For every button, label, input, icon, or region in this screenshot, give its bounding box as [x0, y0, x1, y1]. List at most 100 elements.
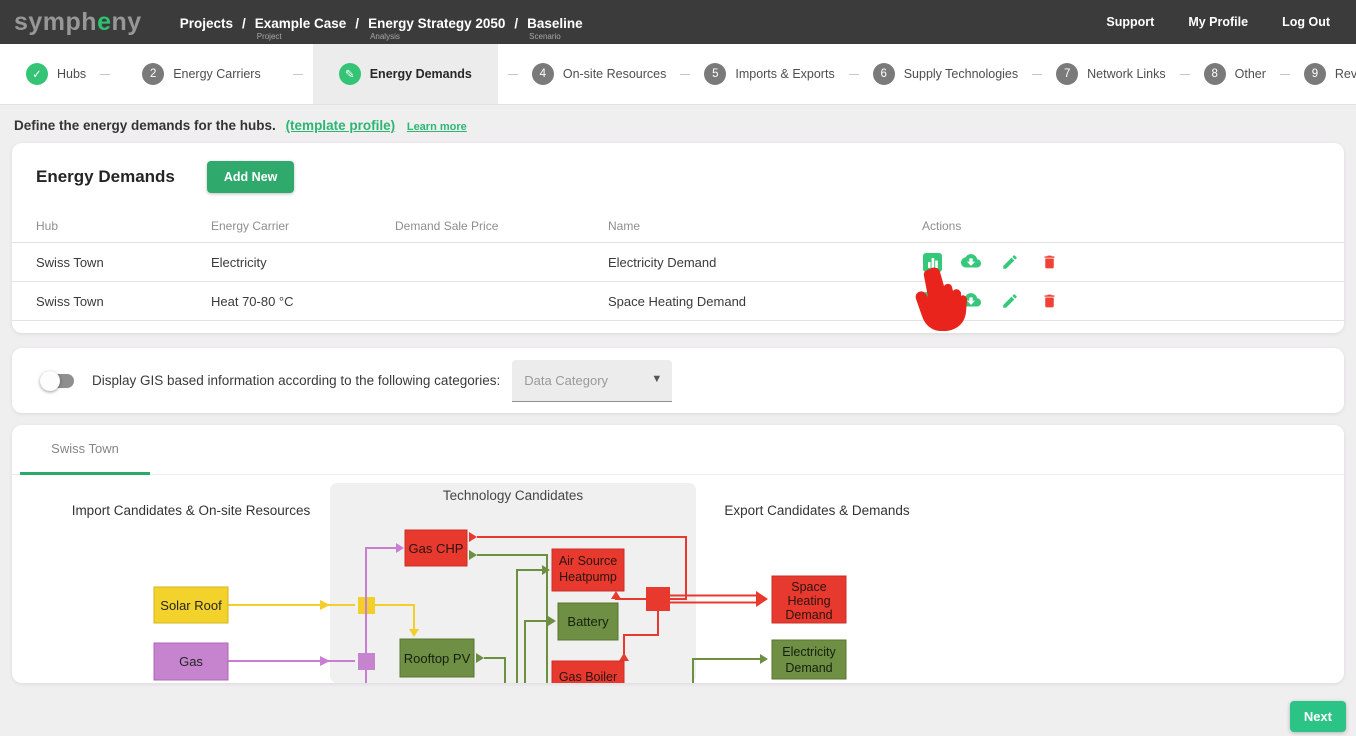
- card-title: Energy Demands: [36, 167, 175, 186]
- step-number: 8: [1203, 63, 1226, 85]
- gis-card: Display GIS based information according …: [12, 348, 1344, 413]
- step-connector: [507, 73, 518, 75]
- arrow: [611, 591, 621, 599]
- step-connector: [848, 73, 859, 75]
- cell-hub: Swiss Town: [36, 254, 104, 270]
- setup-stepper: ✓ Hubs 2 Energy Carriers ✎ Energy Demand…: [0, 44, 1356, 105]
- gis-toggle-label: Display GIS based information according …: [92, 373, 501, 388]
- download-button[interactable]: [961, 252, 981, 272]
- trash-icon: [1044, 294, 1054, 308]
- breadcrumb-separator: /: [514, 15, 519, 31]
- download-button[interactable]: [961, 291, 981, 311]
- step-number: 6: [872, 63, 895, 85]
- step-other[interactable]: 8 Other: [1200, 44, 1270, 104]
- step-review-setup[interactable]: 9 Review Setup: [1300, 44, 1356, 104]
- delete-button[interactable]: [1039, 291, 1059, 311]
- svg-text:Solar Roof: Solar Roof: [160, 598, 222, 613]
- gas-links: [228, 547, 396, 683]
- node-rooftop-pv: Rooftop PV: [399, 638, 475, 678]
- svg-text:Battery: Battery: [567, 614, 609, 629]
- node-gas-boiler: Gas Boiler: [551, 660, 625, 683]
- demand-profile-button[interactable]: [922, 252, 942, 272]
- breadcrumb-projects[interactable]: Projects: [179, 15, 233, 31]
- node-battery: Battery: [557, 602, 619, 641]
- top-nav-links: Support My Profile Log Out: [1106, 15, 1330, 29]
- tab-swiss-town[interactable]: Swiss Town: [20, 425, 150, 475]
- svg-text:Air Source: Air Source: [559, 554, 617, 568]
- my-profile-link[interactable]: My Profile: [1188, 15, 1249, 29]
- breadcrumb-separator: /: [355, 15, 360, 31]
- col-energy-carrier: Energy Carrier: [211, 218, 290, 233]
- arrow: [320, 600, 330, 610]
- pencil-icon: [1003, 294, 1017, 308]
- node-electricity-demand: Electricity Demand: [771, 639, 847, 680]
- arrow: [320, 656, 330, 666]
- step-hubs[interactable]: ✓ Hubs: [22, 44, 90, 104]
- next-button[interactable]: Next: [1289, 701, 1346, 732]
- select-placeholder: Data Category: [524, 372, 609, 388]
- step-number: 4: [531, 63, 554, 85]
- svg-text:Demand: Demand: [785, 661, 832, 675]
- svg-text:Gas CHP: Gas CHP: [409, 541, 464, 556]
- node-solar-roof: Solar Roof: [153, 586, 229, 624]
- pencil-icon: ✎: [338, 63, 361, 85]
- step-number: 9: [1303, 63, 1326, 85]
- step-connector: [100, 73, 111, 75]
- step-onsite-resources[interactable]: 4 On-site Resources: [528, 44, 671, 104]
- edit-button[interactable]: [1000, 291, 1020, 311]
- learn-more-link[interactable]: Learn more: [406, 121, 467, 133]
- arrow: [542, 565, 550, 575]
- arrow: [756, 591, 768, 607]
- breadcrumb-separator: /: [241, 15, 246, 31]
- chart-icon: [922, 252, 942, 272]
- cloud-download-icon: [961, 292, 981, 306]
- energy-flow-diagram: Technology Candidates Import Candidates …: [72, 483, 910, 683]
- add-new-button[interactable]: Add New: [206, 161, 295, 193]
- demand-profile-button[interactable]: [922, 291, 942, 311]
- breadcrumb-sub-label: Scenario: [529, 31, 561, 41]
- app-logo[interactable]: sympheny: [14, 7, 142, 36]
- step-energy-demands[interactable]: ✎ Energy Demands: [312, 44, 498, 104]
- svg-text:Heating: Heating: [787, 594, 830, 608]
- step-network-links[interactable]: 7 Network Links: [1052, 44, 1170, 104]
- hub-tabs: Swiss Town: [12, 425, 1344, 475]
- page-description: Define the energy demands for the hubs. …: [0, 105, 1356, 143]
- col-actions: Actions: [922, 218, 962, 233]
- support-link[interactable]: Support: [1106, 15, 1155, 29]
- step-number: 7: [1056, 63, 1079, 85]
- data-category-select[interactable]: Data Category ▼: [512, 359, 673, 402]
- arrow: [409, 629, 419, 637]
- breadcrumb-sub-label: Project: [256, 31, 282, 41]
- step-connector: [1179, 73, 1190, 75]
- heat-links: [477, 536, 756, 655]
- table-row: Swiss Town Electricity Electricity Deman…: [12, 243, 1344, 282]
- heat-junction: [646, 587, 670, 611]
- svg-text:Gas Boiler: Gas Boiler: [559, 670, 617, 683]
- cloud-download-icon: [961, 253, 981, 267]
- node-gas-chp: Gas CHP: [404, 529, 468, 567]
- edit-button[interactable]: [1000, 252, 1020, 272]
- arrow: [548, 616, 556, 626]
- svg-text:Heatpump: Heatpump: [559, 570, 617, 584]
- technology-panel: [330, 483, 696, 683]
- step-imports-exports[interactable]: 5 Imports & Exports: [700, 44, 838, 104]
- step-energy-carriers[interactable]: 2 Energy Carriers: [120, 44, 283, 104]
- pencil-icon: [1003, 255, 1017, 269]
- svg-text:Rooftop PV: Rooftop PV: [404, 651, 471, 666]
- caret-down-icon: ▼: [651, 372, 663, 385]
- template-profile-link[interactable]: (template profile): [285, 118, 396, 133]
- log-out-link[interactable]: Log Out: [1282, 15, 1330, 29]
- gis-toggle[interactable]: [40, 370, 76, 391]
- arrow: [396, 543, 404, 553]
- node-space-heating-demand: Space Heating Demand: [771, 575, 847, 624]
- step-supply-technologies[interactable]: 6 Supply Technologies: [869, 44, 1022, 104]
- arrow: [469, 532, 477, 542]
- delete-button[interactable]: [1039, 252, 1059, 272]
- step-number: 5: [704, 63, 727, 85]
- step-number: 2: [142, 63, 165, 85]
